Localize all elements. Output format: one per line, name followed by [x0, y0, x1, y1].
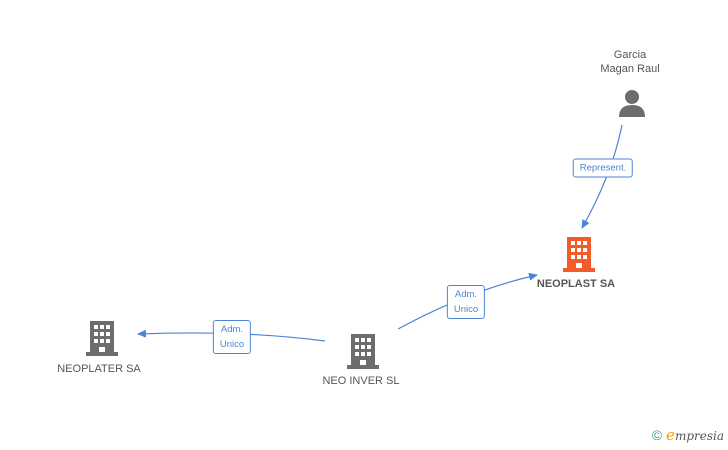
- neoinver-name-label[interactable]: NEO INVER SL: [322, 375, 400, 387]
- neoinver-building-icon[interactable]: [347, 334, 379, 369]
- person-name-label[interactable]: Garcia Magan Raul: [600, 49, 660, 75]
- edge-label-adm-neoplater[interactable]: Adm. Unico: [212, 320, 252, 354]
- person-icon[interactable]: [618, 89, 646, 118]
- neoplater-building-icon[interactable]: [86, 321, 118, 356]
- brand-footer: © empresia: [652, 426, 724, 444]
- neoplast-building-icon[interactable]: [563, 237, 595, 272]
- edge-label-adm-neoplast[interactable]: Adm. Unico: [446, 285, 486, 319]
- copyright-icon: ©: [651, 427, 663, 443]
- empresia-logo: empresia: [666, 426, 724, 444]
- edge-label-represent[interactable]: Represent.: [572, 158, 634, 178]
- neoplater-name-label[interactable]: NEOPLATER SA: [57, 363, 141, 375]
- neoplast-name-label[interactable]: NEOPLAST SA: [536, 278, 616, 290]
